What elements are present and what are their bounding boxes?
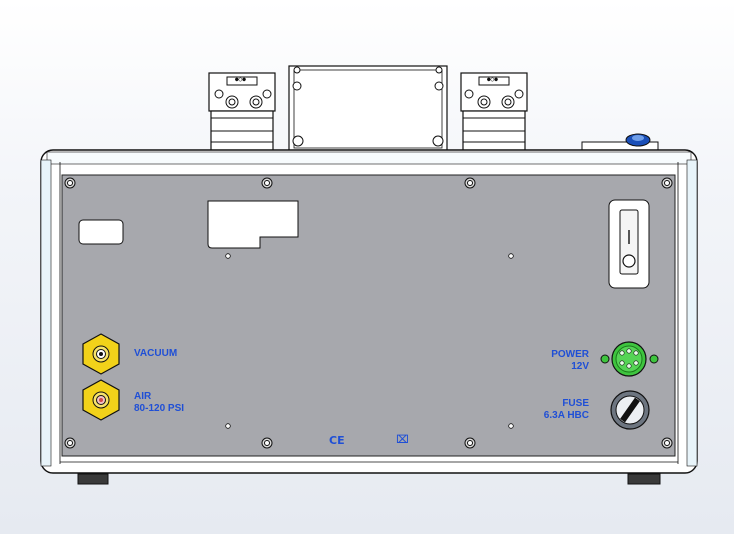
top-right-knob: [581, 133, 659, 153]
top-block-right: [460, 72, 528, 152]
panel-screws: [64, 177, 673, 449]
air-port[interactable]: [82, 379, 120, 421]
top-block-left: [208, 72, 276, 152]
vacuum-port[interactable]: [82, 333, 120, 375]
screw-bottom-2: [261, 437, 273, 449]
power-switch[interactable]: [608, 199, 650, 289]
vacuum-label: VACUUM: [134, 348, 178, 359]
weee-bin-icon: ⌧: [396, 433, 409, 446]
screw-top-2: [261, 177, 273, 189]
screw-top-1: [64, 177, 76, 189]
screw-bottom-3: [464, 437, 476, 449]
power-connector[interactable]: [600, 341, 659, 377]
feet: [77, 473, 661, 485]
label-cutout-left: [78, 219, 124, 245]
screw-top-3: [464, 177, 476, 189]
air-label: AIR: [134, 391, 152, 402]
rear-panel: [61, 174, 676, 457]
top-right-symbol: ●○●: [487, 76, 498, 83]
top-center-box: [288, 65, 448, 153]
fuse-rating-label: 6.3A HBC: [543, 410, 589, 421]
top-left-symbol: ●○●: [235, 76, 246, 83]
fuse-holder[interactable]: [610, 390, 650, 430]
power-voltage-label: 12V: [571, 361, 589, 372]
power-label: POWER: [551, 349, 589, 360]
screw-bottom-4: [661, 437, 673, 449]
air-pressure-label: 80-120 PSI: [134, 403, 185, 414]
fuse-label: FUSE: [562, 398, 589, 409]
connector-cutout: [207, 200, 299, 249]
screw-top-4: [661, 177, 673, 189]
ce-mark: CE: [329, 434, 345, 447]
panel-holes: [225, 253, 514, 429]
screw-bottom-1: [64, 437, 76, 449]
